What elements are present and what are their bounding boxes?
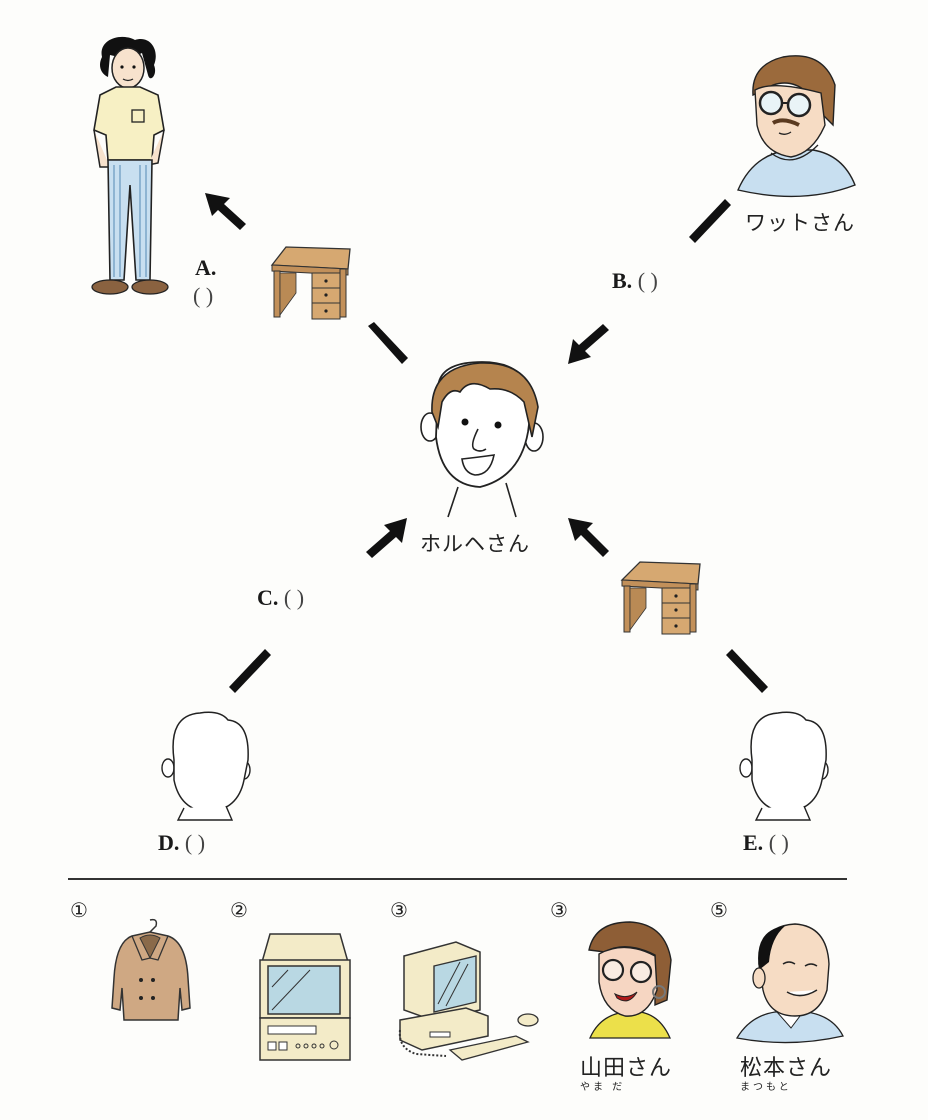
connector-bar-e <box>726 649 768 693</box>
arrow-b-icon <box>568 324 609 364</box>
matsumoto-name: 松本さん <box>740 1056 833 1081</box>
label-a: A. <box>195 255 216 281</box>
center-person-name: ホルヘさん <box>420 532 530 556</box>
blank-c[interactable]: ( ) <box>283 585 305 610</box>
label-c-letter: C. <box>257 585 279 610</box>
matsumoto-illustration[interactable] <box>735 920 845 1044</box>
center-person-illustration <box>420 361 544 518</box>
label-d: D. ( ) <box>158 830 205 856</box>
label-a-letter: A. <box>195 255 217 280</box>
choice-3-number: ③ <box>390 898 408 922</box>
label-b: B. ( ) <box>612 268 658 294</box>
desk-icon <box>620 561 701 635</box>
word-processor-icon[interactable] <box>258 932 353 1064</box>
arrow-e-icon <box>568 518 609 557</box>
arrow-a-icon <box>205 193 246 230</box>
connector-bar-d <box>229 649 271 693</box>
label-e: E. ( ) <box>743 830 789 856</box>
label-c: C. ( ) <box>257 585 304 611</box>
choice-4-number: ③ <box>550 898 568 922</box>
blank-e[interactable]: ( ) <box>768 830 789 855</box>
person-e-illustration <box>739 711 829 821</box>
choice-2-number: ② <box>230 898 248 922</box>
coat-icon[interactable] <box>110 918 195 1023</box>
person-a-illustration <box>91 36 169 295</box>
choice-5-number: ⑤ <box>710 898 728 922</box>
connector-bar-a <box>368 322 408 364</box>
arrow-c-icon <box>366 518 407 558</box>
label-b-letter: B. <box>612 268 633 293</box>
yamada-illustration[interactable] <box>585 920 675 1040</box>
label-e-letter: E. <box>743 830 764 855</box>
person-d-illustration <box>161 711 251 821</box>
computer-icon[interactable] <box>396 938 541 1063</box>
desk-icon <box>270 246 351 320</box>
connector-bar-b <box>689 199 731 243</box>
yamada-name: 山田さん <box>580 1056 673 1081</box>
choice-1-number: ① <box>70 898 88 922</box>
blank-a[interactable]: ( ) <box>193 283 214 308</box>
matsumoto-reading: まつもと <box>740 1082 792 1093</box>
label-d-letter: D. <box>158 830 180 855</box>
divider-line <box>68 878 847 880</box>
person-b-name: ワットさん <box>745 211 855 235</box>
blank-d[interactable]: ( ) <box>184 830 206 855</box>
blank-b[interactable]: ( ) <box>637 268 658 293</box>
person-b-illustration <box>737 55 856 198</box>
yamada-reading: やま だ <box>580 1082 626 1093</box>
